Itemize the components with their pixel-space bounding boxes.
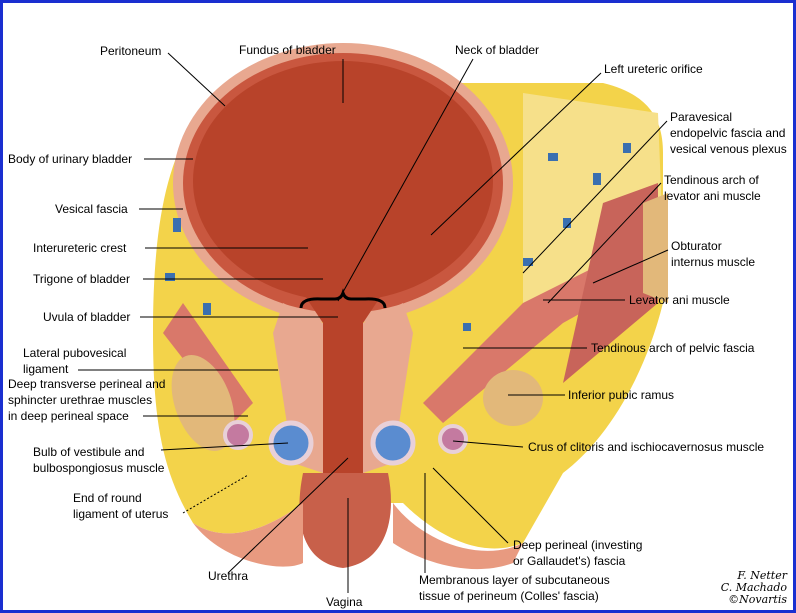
label-vesical-fascia: Vesical fascia [55, 202, 128, 216]
label-line: Deep perineal (investing [513, 538, 643, 552]
label-line: or Gallaudet's) fascia [513, 554, 626, 568]
label-levator-ani: Levator ani muscle [629, 293, 730, 307]
label-ureteric-orifice: Left ureteric orifice [604, 62, 703, 76]
label-round-ligament: End of round ligament of uterus [73, 490, 168, 522]
label-tendinous-levator: Tendinous arch of levator ani muscle [664, 172, 761, 204]
label-line: ligament [23, 362, 69, 376]
label-neck: Neck of bladder [455, 43, 540, 57]
label-uvula: Uvula of bladder [43, 310, 131, 324]
label-line: Paravesical [670, 110, 733, 124]
label-bulb: Bulb of vestibule and bulbospongiosus mu… [33, 444, 164, 476]
label-crus: Crus of clitoris and ischiocavernosus mu… [528, 440, 765, 454]
label-line: ligament of uterus [73, 507, 169, 521]
label-line: Lateral pubovesical [23, 346, 127, 360]
label-line: endopelvic fascia and [670, 126, 786, 140]
label-paravesical: Paravesical endopelvic fascia and vesica… [670, 109, 787, 157]
label-line: Obturator [671, 239, 722, 253]
bulb-right [370, 420, 416, 466]
signature-line: C. Machado [720, 581, 787, 594]
leader-lines [78, 52, 669, 593]
pubic-ramus-left [171, 355, 235, 451]
signature-line: F. Netter [737, 569, 787, 582]
crus-right [438, 424, 468, 454]
bulb-left [268, 420, 314, 466]
label-tendinous-pelvic: Tendinous arch of pelvic fascia [591, 341, 755, 355]
bladder-lumen [193, 61, 493, 301]
label-line: Tendinous arch of [664, 173, 759, 187]
label-line: levator ani muscle [664, 189, 761, 203]
label-interureteric: Interureteric crest [33, 241, 127, 255]
label-vagina: Vagina [326, 595, 363, 609]
label-line: vesical venous plexus [670, 142, 787, 156]
label-fundus: Fundus of bladder [239, 43, 336, 57]
label-line: sphincter urethrae muscles [8, 393, 153, 407]
label-trigone: Trigone of bladder [33, 272, 130, 286]
label-line: Bulb of vestibule and [33, 445, 145, 459]
pubic-ramus-right [483, 370, 543, 426]
label-peritoneum: Peritoneum [100, 44, 162, 58]
vagina-region [299, 473, 391, 568]
label-membranous-layer: Membranous layer of subcutaneous tissue … [419, 572, 610, 604]
venous-plexus [165, 143, 631, 331]
label-line: tissue of perineum (Colles' fascia) [419, 589, 599, 603]
anatomy-illustration [78, 43, 669, 593]
label-line: End of round [73, 491, 142, 505]
ilium-right [643, 193, 668, 303]
crus-left [223, 420, 253, 450]
obturator-right [563, 183, 658, 383]
artist-signature: F. Netter C. Machado ©Novartis [721, 570, 787, 606]
label-body: Body of urinary bladder [8, 152, 133, 166]
label-line: bulbospongiosus muscle [33, 461, 165, 475]
label-pubic-ramus: Inferior pubic ramus [568, 388, 675, 402]
label-line: in deep perineal space [8, 409, 129, 423]
label-line: Membranous layer of subcutaneous [419, 573, 610, 587]
label-deep-transverse: Deep transverse perineal and sphincter u… [8, 376, 165, 424]
label-deep-perineal-fascia: Deep perineal (investing or Gallaudet's)… [513, 537, 642, 569]
label-line: Deep transverse perineal and [8, 377, 166, 391]
label-line: internus muscle [671, 255, 756, 269]
urethra-wall-left [273, 303, 323, 473]
label-urethra: Urethra [208, 569, 249, 583]
signature-line: ©Novartis [728, 593, 787, 606]
label-lateral-pubovesical: Lateral pubovesical ligament [23, 345, 126, 377]
label-obturator: Obturator internus muscle [671, 238, 755, 270]
skin-left [193, 503, 303, 567]
